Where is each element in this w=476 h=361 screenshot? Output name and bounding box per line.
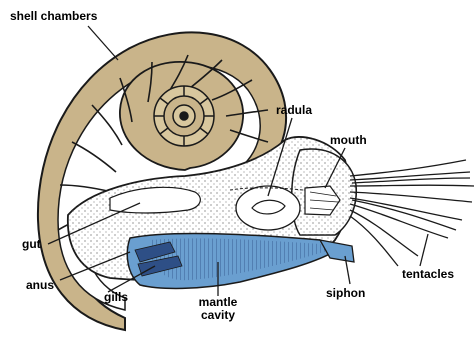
tentacles	[350, 160, 474, 266]
mantle-cavity	[127, 234, 354, 289]
label-siphon: siphon	[326, 287, 365, 300]
leader-shell-chambers	[88, 26, 118, 60]
label-gut: gut	[22, 238, 41, 251]
label-mantle-cavity-line2: cavity	[190, 309, 246, 322]
label-mouth: mouth	[330, 134, 367, 147]
label-radula: radula	[276, 104, 312, 117]
label-mantle-cavity: mantle cavity	[190, 296, 246, 322]
label-tentacles: tentacles	[402, 268, 454, 281]
label-gills: gills	[104, 291, 128, 304]
shell-spiral-center	[154, 86, 214, 146]
label-shell-chambers: shell chambers	[10, 10, 97, 23]
label-anus: anus	[26, 279, 54, 292]
leader-tentacles	[420, 234, 428, 266]
